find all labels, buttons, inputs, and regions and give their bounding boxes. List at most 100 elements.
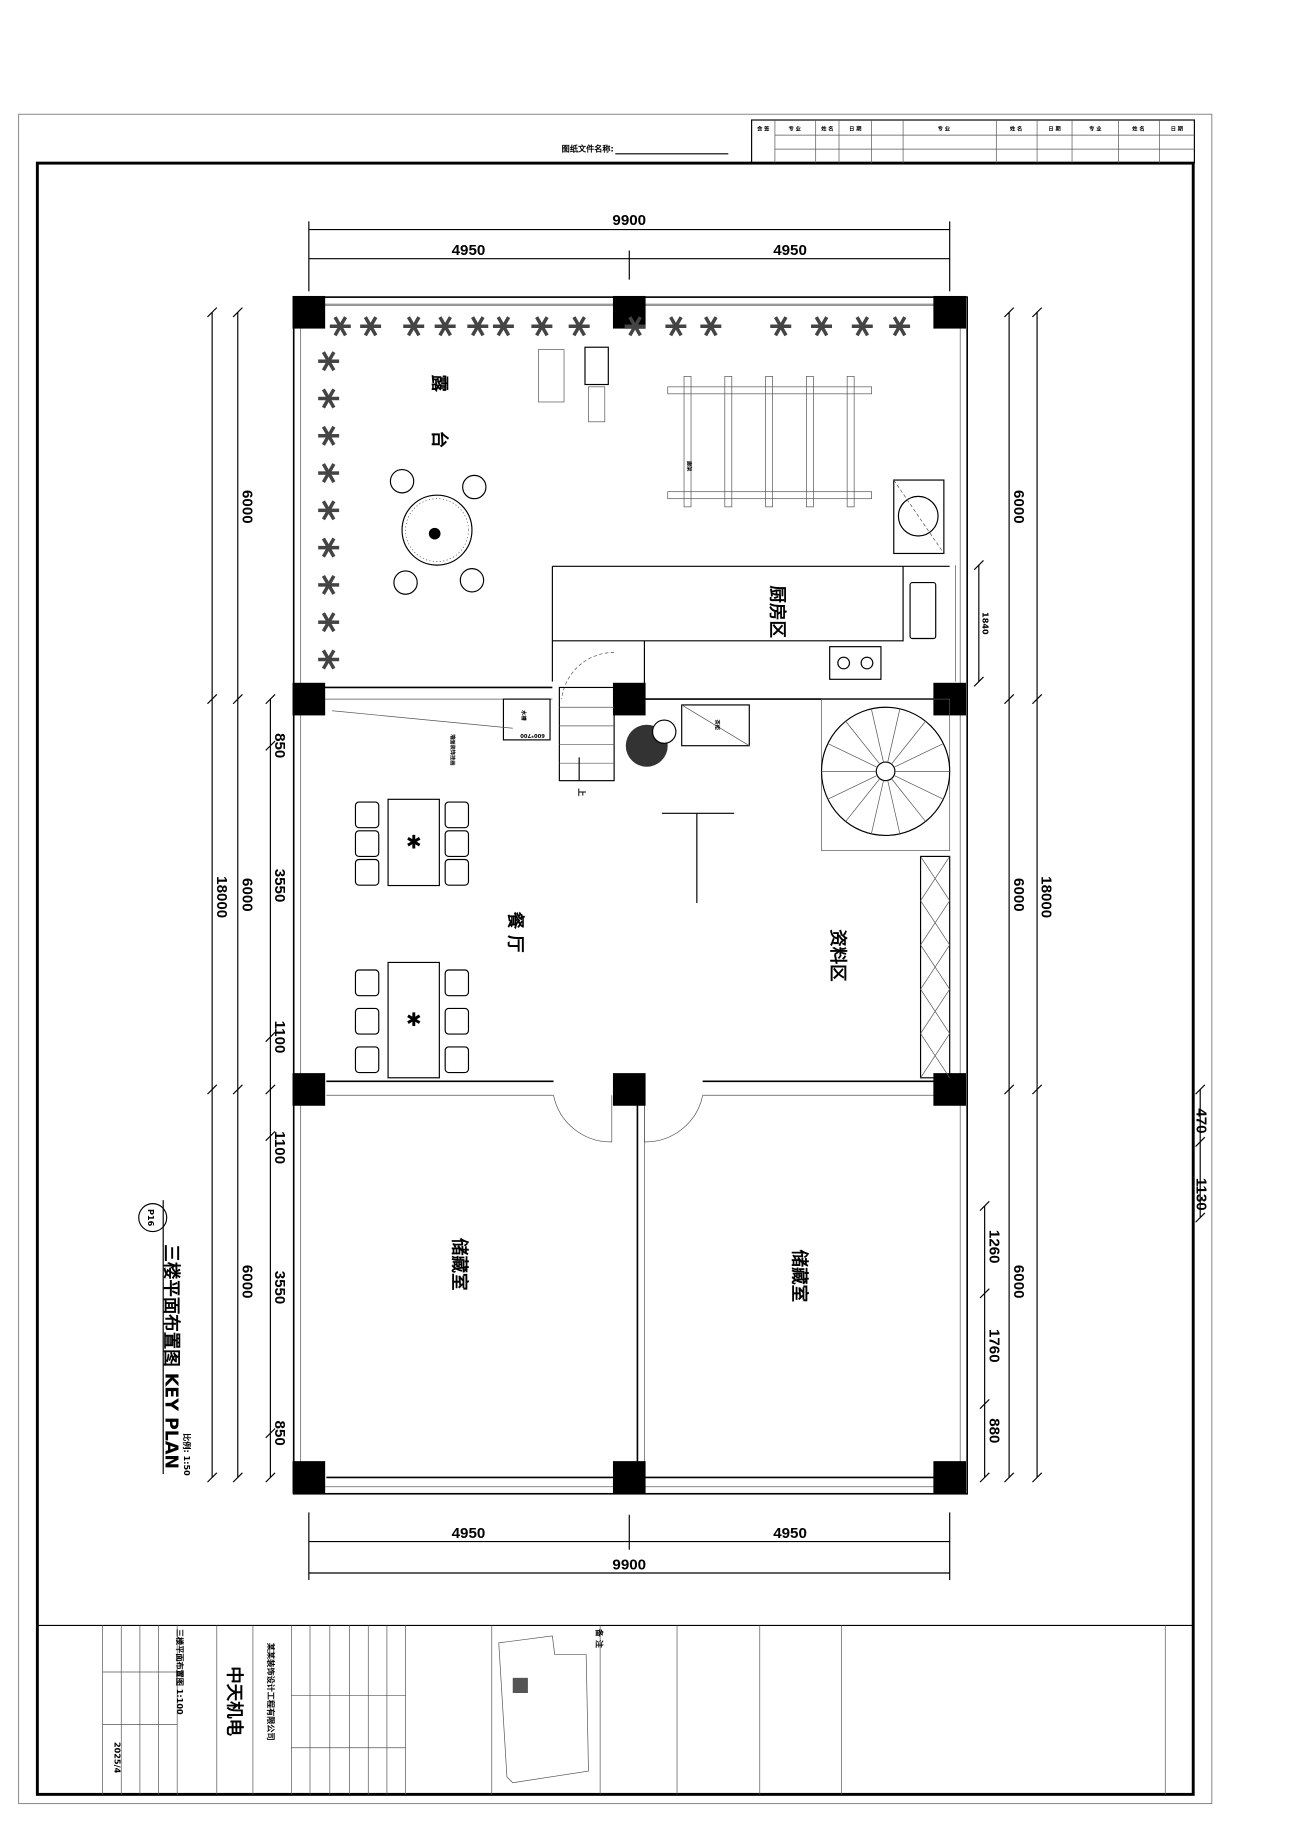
spiral-tread <box>827 775 878 800</box>
plant-icon <box>327 537 336 549</box>
plant-icon <box>577 316 586 328</box>
chair <box>444 858 470 886</box>
dim-far-right: 470 <box>1193 1108 1210 1133</box>
plant-icon <box>327 351 336 363</box>
dim-top-right: 4950 <box>773 242 807 259</box>
drawing-name: 三楼平面布置图 1:100 <box>175 1629 185 1715</box>
chair <box>354 1046 380 1074</box>
plant-icon <box>327 574 336 586</box>
dim-top-left: 4950 <box>452 242 486 259</box>
plant-icon <box>476 316 485 328</box>
dim-bottom-total: 9900 <box>612 1556 646 1573</box>
spiral-tread <box>845 778 881 822</box>
plant-icon <box>327 500 336 512</box>
plant-icon <box>709 316 718 328</box>
archive-shelf <box>919 855 951 1079</box>
dim-far-right: 1130 <box>1193 1178 1210 1211</box>
column <box>292 295 326 329</box>
dim-tick <box>1032 1472 1043 1483</box>
chair <box>354 830 380 857</box>
sign-table-header: 专 业 <box>938 125 951 133</box>
column <box>933 1073 967 1106</box>
dim-tick <box>207 1084 218 1095</box>
pergola-beam <box>765 376 773 508</box>
sign-table-header: 姓 名 <box>820 125 833 133</box>
dim-left-sub: 1100 <box>271 1131 288 1164</box>
chair <box>354 858 380 886</box>
dim-tick <box>1195 1136 1206 1147</box>
centerpiece-icon: ✱ <box>406 832 422 853</box>
stove-icon <box>829 646 882 680</box>
dim-tick <box>1004 694 1015 705</box>
plant-icon <box>327 425 336 437</box>
dim-right-bay: 6000 <box>1010 1265 1027 1299</box>
dim-tick <box>1032 694 1043 705</box>
sign-table-header: 日 期 <box>1048 125 1060 133</box>
plant-icon <box>327 388 336 400</box>
dimensions: 9900 4950 4950 4950 4950 9900 18000 6000… <box>207 212 1210 1580</box>
dim-tick <box>265 1472 276 1483</box>
column <box>933 1461 967 1494</box>
plant-icon <box>327 649 336 661</box>
dim-tick <box>265 694 276 705</box>
dim-tick <box>1195 1212 1206 1223</box>
dim-tick <box>1032 307 1043 318</box>
dim-tick <box>979 1288 990 1299</box>
header-title-block: 图纸文件名称: 会 签专 业姓 名日 期专 业姓 名日 期专 业姓 名日 期 <box>562 119 1195 164</box>
dim-left-sub: 850 <box>271 1421 288 1446</box>
dim-tick <box>207 307 218 318</box>
dim-tick <box>265 1084 276 1095</box>
dim-tick <box>1004 307 1015 318</box>
bottom-title-block: 三楼平面布置图 1:100 中天机电 某某装饰设计工程有限公司 2025/4 备… <box>37 1624 1194 1795</box>
dim-right-total: 18000 <box>1038 876 1055 918</box>
pergola-rail <box>667 386 872 395</box>
sink-size-label: 600*700 <box>520 732 545 738</box>
pergola <box>667 376 872 508</box>
chair <box>444 801 470 829</box>
dim-tick <box>265 740 276 751</box>
dim-tick <box>973 676 984 687</box>
staircase <box>558 686 615 782</box>
dim-left-sub: 1100 <box>271 1021 288 1054</box>
project-name: 中天机电 <box>223 1666 244 1736</box>
shelf-x <box>920 944 950 990</box>
spiral-tread <box>845 721 881 765</box>
pergola-beam <box>683 376 692 508</box>
walls <box>292 296 968 1495</box>
plant-icon <box>501 316 511 328</box>
dim-bottom-left: 4950 <box>452 1525 486 1542</box>
dim-tick <box>207 694 218 705</box>
dim-top-total: 9900 <box>612 212 646 229</box>
shelf-x <box>920 900 950 946</box>
room-storage-left: 储藏室 <box>448 1238 469 1290</box>
drawing-frame <box>35 161 1195 1796</box>
column <box>292 1073 326 1106</box>
plant-icon <box>338 316 348 328</box>
spiral-tread <box>871 780 884 834</box>
pergola-beam <box>806 376 814 508</box>
column <box>933 295 967 329</box>
key-plan-thumbnail <box>498 1635 589 1784</box>
column <box>612 295 646 329</box>
chair <box>444 1046 470 1074</box>
dining-table <box>387 961 440 1079</box>
shelf-x <box>920 989 950 1034</box>
dining-tables: ✱✱ <box>354 798 470 1079</box>
dim-right-sub: 1260 <box>985 1230 1002 1264</box>
shelf-x <box>920 856 950 901</box>
column <box>292 682 326 716</box>
dining-table <box>387 798 440 887</box>
dim-right-sub: 880 <box>985 1418 1002 1443</box>
dim-tick <box>232 1472 243 1483</box>
caption-scale: 比例: 1:50 <box>182 1433 192 1476</box>
plant-icon <box>540 316 549 328</box>
plant-icon <box>412 316 421 328</box>
chair <box>354 801 380 829</box>
spiral-tread <box>893 775 944 800</box>
dim-tick <box>973 560 984 571</box>
sign-table-header: 会 签 <box>757 125 770 133</box>
dim-left-bay-3: 6000 <box>238 1265 255 1299</box>
shelf-x <box>920 1033 950 1078</box>
drawing-date: 2025/4 <box>112 1742 122 1774</box>
chair <box>444 1007 470 1035</box>
